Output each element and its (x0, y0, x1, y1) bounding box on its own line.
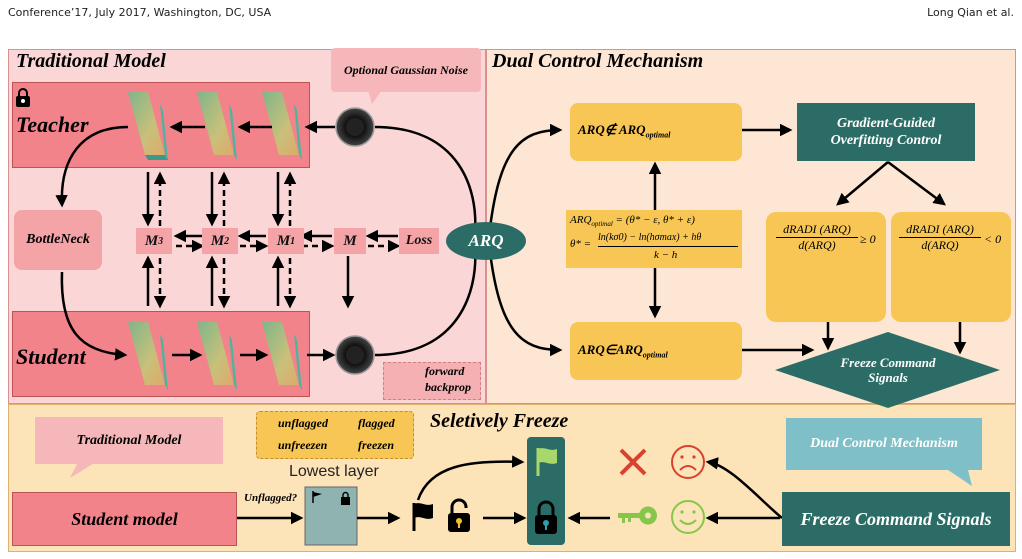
teacher-layer-1 (128, 92, 168, 160)
formula-fraction-bar (598, 246, 738, 247)
legend-flagged: flagged (358, 416, 395, 430)
student-label: Student (16, 344, 86, 369)
dual-title: Dual Control Mechanism (492, 50, 704, 72)
freeze-signals-label: Freeze Command Signals (840, 355, 936, 385)
cond-ge-box (766, 212, 886, 322)
cond-ge-label: dRADI (ARQ)d(ARQ) (776, 222, 858, 253)
legend-unfreezen: unfreezen (278, 438, 328, 452)
teacher-label: Teacher (16, 112, 89, 137)
student-layer-2 (197, 322, 237, 390)
cond-lt-label: dRADI (ARQ)d(ARQ) (899, 222, 981, 253)
gradient-control-box: Gradient-Guided Overfitting Control (797, 103, 975, 161)
formula-line-2: θ* = (570, 238, 592, 250)
student-layer-1 (128, 322, 168, 390)
arq-optimal-box (570, 322, 742, 380)
traditional-bubble: Traditional Model (35, 417, 223, 464)
formula-denominator: k − h (654, 249, 678, 261)
noise-bubble: Optional Gaussian Noise (331, 48, 481, 92)
author-header: Long Qian et al. (927, 6, 1014, 19)
formula-numerator: ln(kσ0) − ln(hσmax) + hθ (598, 232, 702, 243)
arq-not-optimal-label: ARQ∉ ARQoptimal (578, 122, 671, 140)
lowest-layer-label: Lowest layer (289, 463, 379, 480)
teacher-layer-3 (262, 92, 302, 160)
freeze-title: Seletively Freeze (430, 410, 569, 432)
unflagged-flag-icon (412, 503, 433, 531)
cond-ge-rhs: ≥ 0 (860, 232, 876, 246)
conference-header: Conference’17, July 2017, Washington, DC… (8, 6, 272, 19)
loss-box: Loss (399, 228, 439, 254)
freeze-signals-diamond (775, 332, 1000, 408)
unlocked-lock-icon (448, 498, 470, 532)
cond-lt-box (891, 212, 1011, 322)
key-icon (618, 506, 657, 525)
arq-node: ARQ (446, 222, 526, 260)
legend-freezen: freezen (358, 438, 394, 452)
freeze-legend-box (256, 411, 414, 459)
legend-forward: forward (425, 364, 465, 378)
legend-box (383, 362, 481, 400)
locked-lock-icon (535, 500, 557, 534)
student-model-box: Student model (12, 492, 237, 546)
happy-face-icon (671, 500, 705, 534)
cond-lt-rhs: < 0 (984, 232, 1002, 246)
arq-not-optimal-box (570, 103, 742, 161)
traditional-title: Traditional Model (16, 50, 166, 72)
formula-box (566, 210, 742, 268)
legend-unflagged: unflagged (278, 416, 329, 430)
arq-optimal-label: ARQ∈ARQoptimal (578, 342, 668, 360)
formula-line-1: ARQoptimal = (θ* − ε, θ* + ε) (570, 214, 695, 229)
unflagged-question: Unflagged? (244, 492, 298, 504)
cross-icon (619, 448, 647, 476)
teacher-layer-2 (197, 92, 237, 160)
flagged-flag-icon (536, 448, 557, 476)
dual-bubble: Dual Control Mechanism (786, 418, 982, 470)
freeze-command-box: Freeze Command Signals (782, 492, 1010, 546)
sad-face-icon (671, 445, 705, 479)
bottleneck-box: BottleNeck (14, 210, 102, 270)
lock-icon (16, 88, 30, 107)
m-box: M (334, 228, 366, 254)
legend-backprop: backprop (425, 380, 471, 394)
student-layer-3 (262, 322, 302, 390)
